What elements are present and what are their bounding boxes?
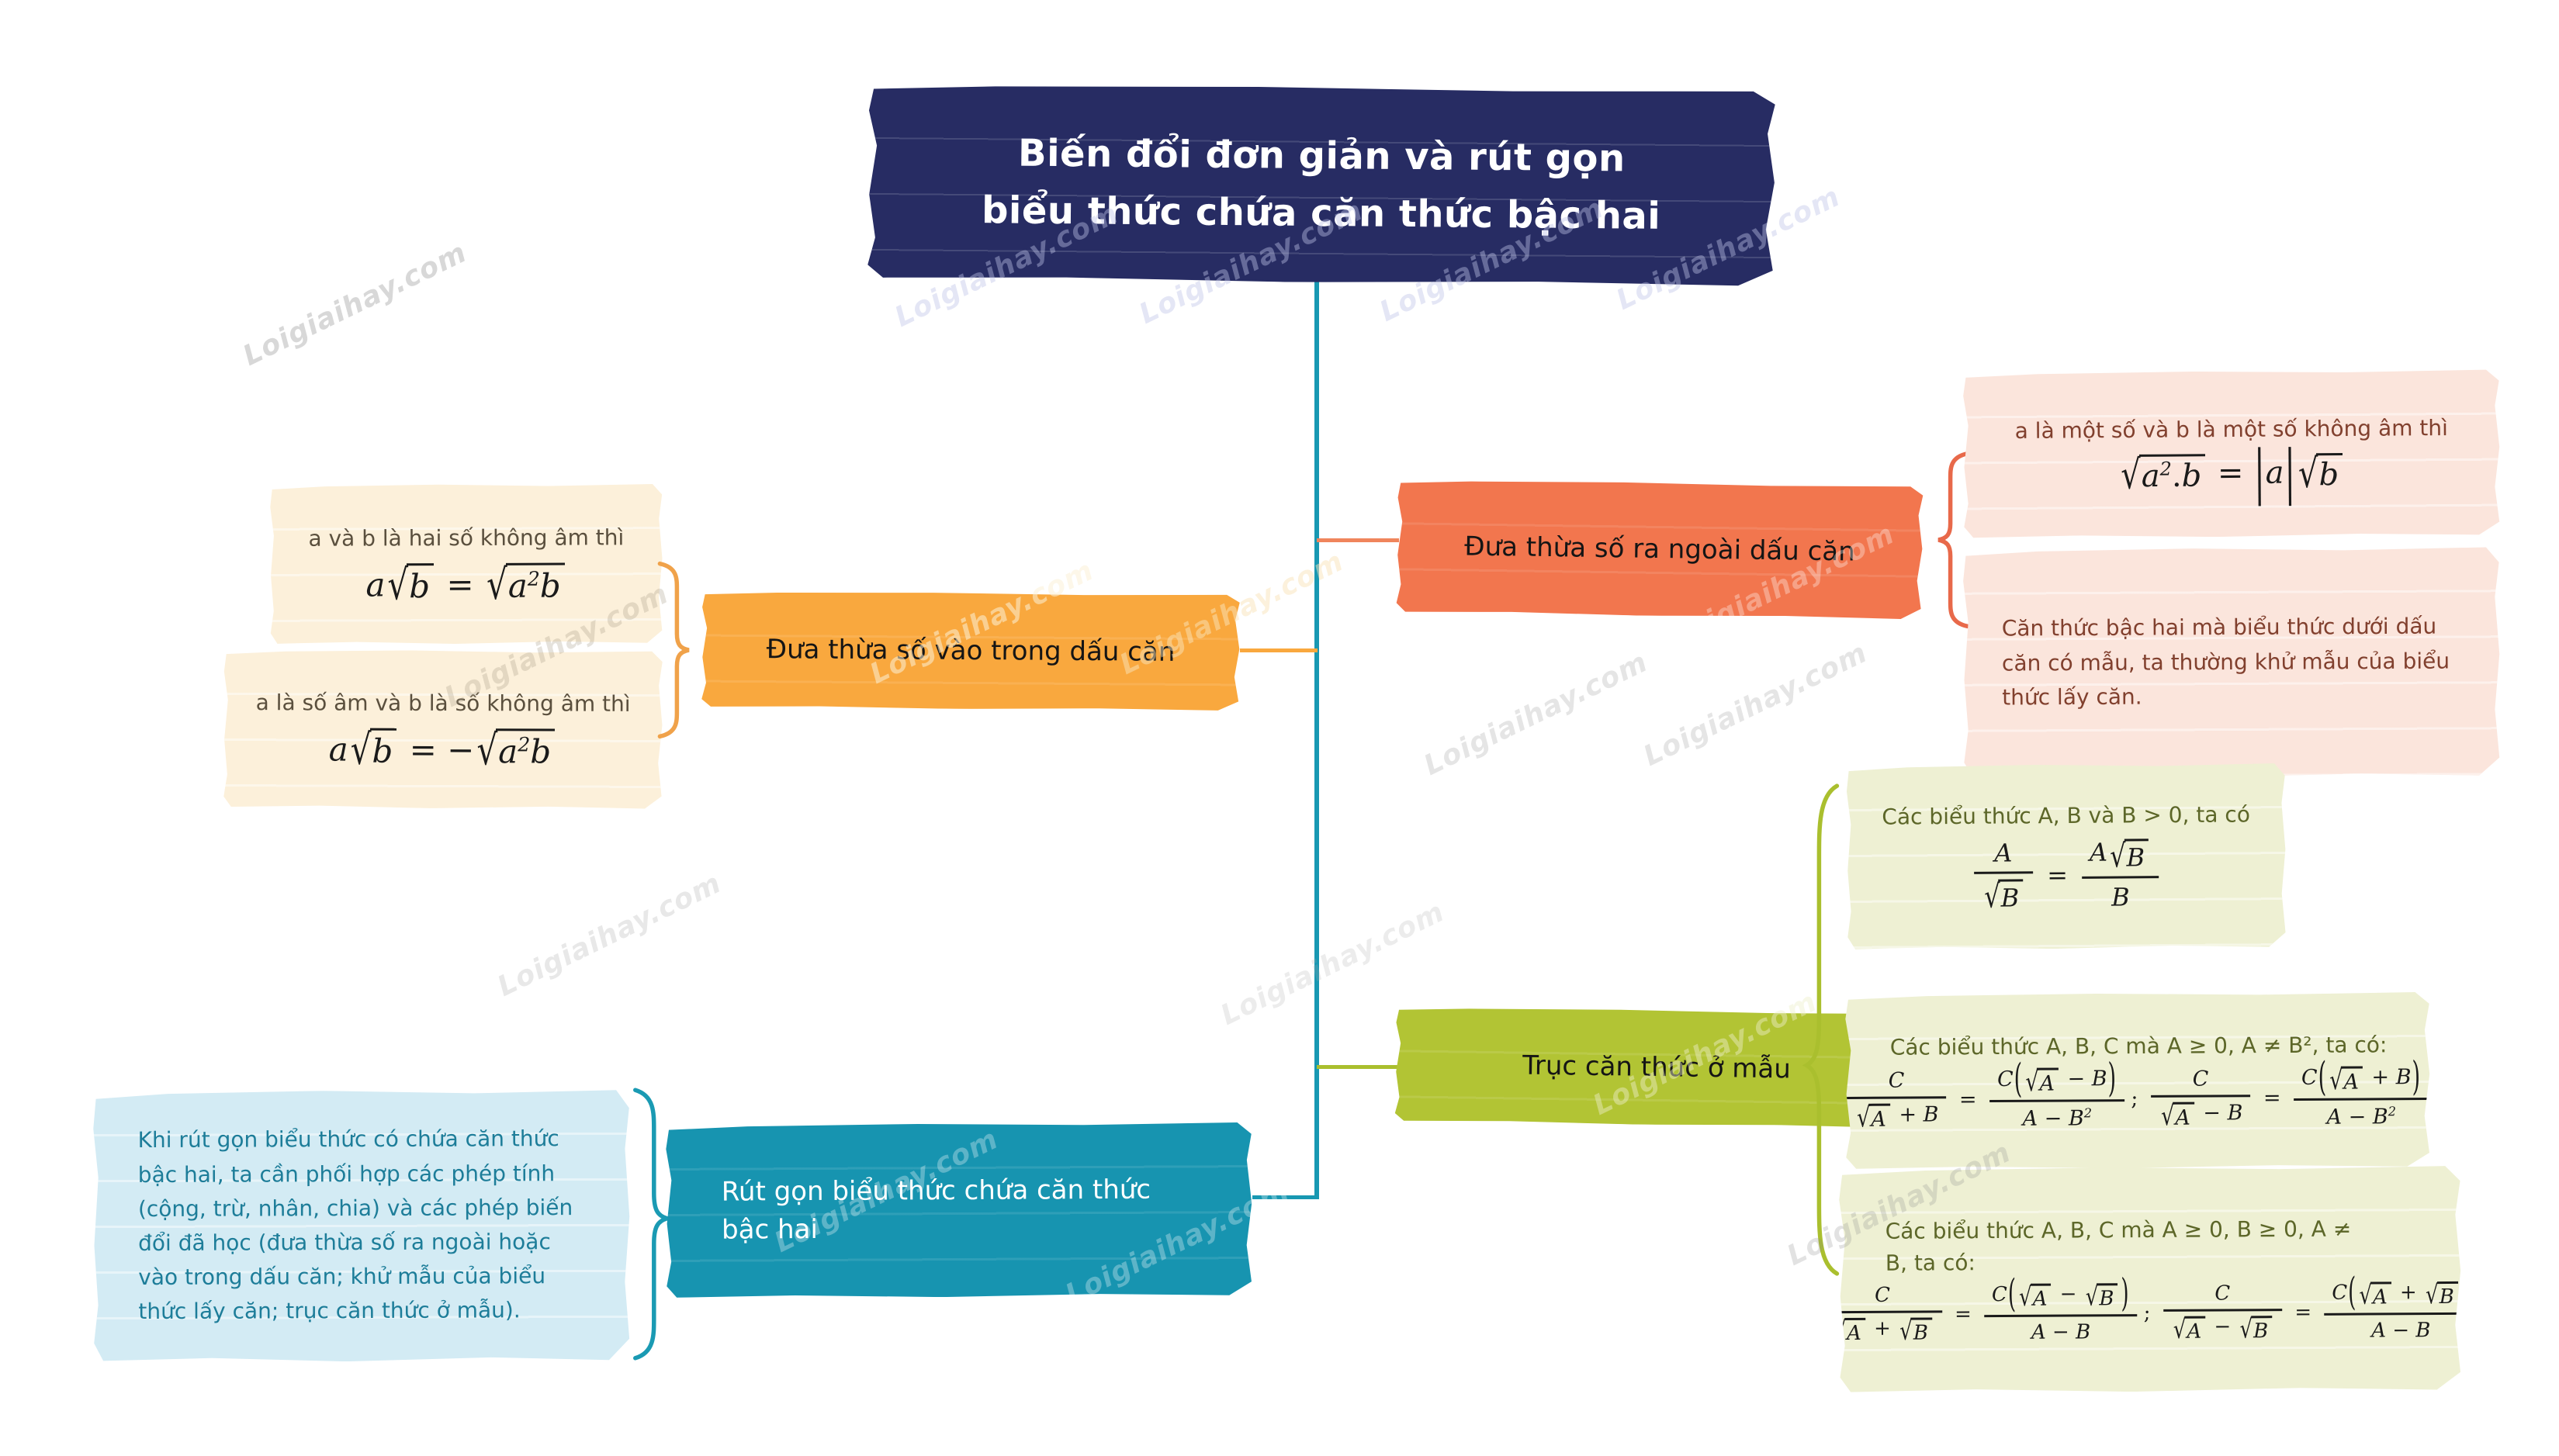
note-vao-nonnegative: a và b là hai số không âm thì a√b = √a2b — [270, 483, 663, 645]
branch-node-vao-label: Đưa thừa số vào trong dấu căn — [766, 634, 1176, 668]
note-rutgon-text: Khi rút gọn biểu thức có chứa căn thức b… — [137, 1126, 573, 1325]
brace-vao — [656, 560, 691, 740]
branch-node-rutgon: Rút gọn biểu thức chứa căn thức bậc hai — [665, 1122, 1252, 1299]
note-ra-rule: a là một số và b là một số không âm thì … — [1962, 369, 2500, 539]
formula-sqrt-a2b-out: √a2.b = |a|√b — [1963, 451, 2500, 495]
note-truc-two-roots: Các biểu thức A, B, C mà A ≥ 0, B ≥ 0, A… — [1838, 1165, 2462, 1393]
watermark: Loigiaihay.com — [237, 237, 473, 372]
connector-vao — [1240, 648, 1318, 652]
note-vao-negative: a là số âm và b là số không âm thì a√b =… — [223, 649, 663, 809]
title-line1: Biến đổi đơn giản và rút gọn — [1017, 131, 1626, 181]
note-ra-denominator: Căn thức bậc hai mà biểu thức dưới dấu c… — [1962, 546, 2501, 779]
note-ra-rule-header: a là một số và b là một số không âm thì — [2014, 415, 2448, 444]
note-rutgon: Khi rút gọn biểu thức có chứa căn thức b… — [92, 1089, 630, 1362]
formula-a-sqrt-b-into: a√b = √a2b — [270, 562, 663, 606]
watermark: Loigiaihay.com — [492, 867, 727, 1003]
note-ra-denominator-text: Căn thức bậc hai mà biểu thức dưới dấu c… — [2001, 613, 2450, 711]
branch-node-rutgon-label: Rút gọn biểu thức chứa căn thức bậc hai — [721, 1174, 1151, 1246]
watermark: Loigiaihay.com — [1418, 646, 1653, 782]
central-spine — [1314, 281, 1319, 1199]
branch-node-vao: Đưa thừa số vào trong dấu căn — [701, 591, 1240, 711]
branch-node-ra: Đưa thừa số ra ngoài dấu căn — [1396, 479, 1924, 619]
formula-truc-two-roots: C√A + √B = C(√A − √B)A − B; C√A − √B = C… — [1839, 1281, 2461, 1345]
formula-a-sqrt-b-into-neg: a√b = −√a2b — [223, 728, 663, 771]
note-vao-negative-header: a là số âm và b là số không âm thì — [255, 689, 631, 717]
note-truc-binomial: Các biểu thức A, B, C mà A ≥ 0, A ≠ B², … — [1844, 991, 2430, 1170]
formula-truc-binomial: C√A + B = C(√A − B)A − B2; C√A − B = C(√… — [1845, 1065, 2430, 1132]
title-line2: biểu thức chứa căn thức bậc hai — [981, 188, 1661, 238]
connector-rutgon — [1252, 1195, 1318, 1199]
branch-node-truc-label: Trục căn thức ở mẫu — [1522, 1050, 1792, 1085]
note-vao-nonnegative-header: a và b là hai số không âm thì — [308, 524, 625, 552]
note-truc-two-roots-header: Các biểu thức A, B, C mà A ≥ 0, B ≥ 0, A… — [1885, 1216, 2352, 1276]
note-truc-simple: Các biểu thức A, B và B > 0, ta có A√B =… — [1846, 763, 2287, 950]
title-box: Biến đổi đơn giản và rút gọn biểu thức c… — [867, 83, 1776, 286]
connector-ra — [1317, 538, 1399, 542]
watermark: Loigiaihay.com — [1638, 637, 1873, 773]
brace-rutgon — [632, 1084, 669, 1364]
connector-truc — [1317, 1065, 1397, 1069]
note-truc-simple-header: Các biểu thức A, B và B > 0, ta có — [1882, 801, 2251, 830]
brace-truc — [1805, 776, 1840, 1284]
note-truc-binomial-header: Các biểu thức A, B, C mà A ≥ 0, A ≠ B², … — [1889, 1032, 2388, 1060]
branch-node-ra-label: Đưa thừa số ra ngoài dấu căn — [1464, 531, 1855, 568]
brace-ra — [1937, 450, 1971, 630]
